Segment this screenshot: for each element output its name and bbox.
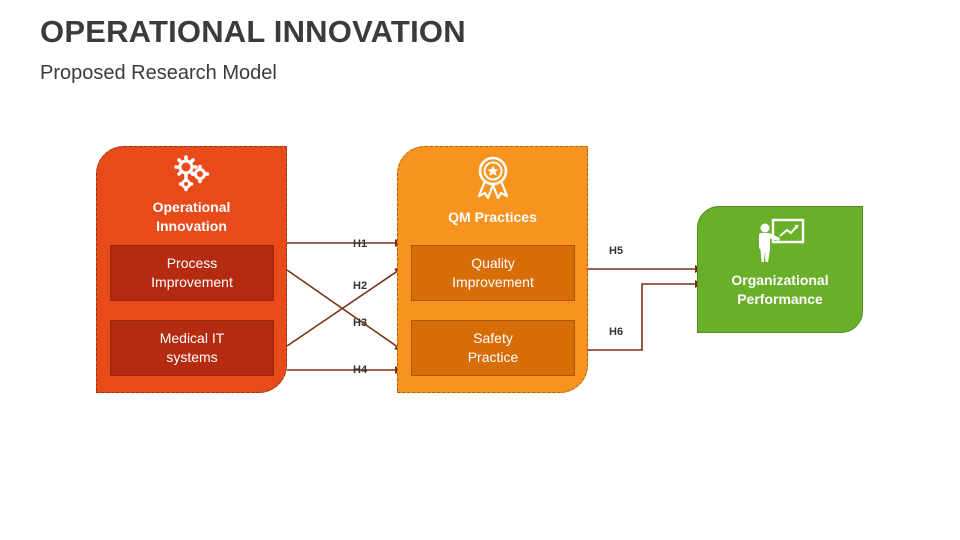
label-h4: H4 (353, 364, 368, 376)
organizational-performance-title: Organizational Performance (698, 271, 862, 309)
connector-h6 (588, 280, 703, 351)
operational-innovation-title-line2: Innovation (156, 218, 227, 234)
safety-practice-box: Safety Practice (411, 320, 575, 376)
qm-practices-title: QM Practices (448, 209, 537, 225)
process-improvement-line1: Process (166, 255, 218, 271)
process-improvement-box: Process Improvement (110, 245, 274, 301)
page-title: OPERATIONAL INNOVATION (40, 14, 466, 49)
process-improvement-line2: Improvement (151, 274, 233, 290)
page-subtitle: Proposed Research Model (40, 62, 277, 84)
presenter-board-icon (759, 218, 805, 262)
operational-innovation-title: Operational Innovation (97, 198, 286, 236)
medical-it-systems-box: Medical IT systems (110, 320, 274, 376)
gears-icon (174, 155, 210, 192)
label-h6: H6 (609, 326, 623, 338)
label-h2: H2 (353, 280, 367, 292)
award-badge-icon (477, 156, 509, 199)
quality-improvement-line2: Improvement (452, 274, 534, 290)
operational-innovation-title-line1: Operational (152, 199, 231, 215)
connector-h3 (286, 269, 403, 351)
organizational-performance-title-line2: Performance (737, 291, 823, 307)
label-h3: H3 (353, 317, 367, 329)
label-h5: H5 (609, 245, 623, 257)
safety-practice-line1: Safety (473, 330, 513, 346)
organizational-performance-title-line1: Organizational (731, 272, 829, 288)
medical-it-systems-line2: systems (166, 349, 218, 365)
quality-improvement-box: Quality Improvement (411, 245, 575, 301)
connector-h2 (286, 267, 403, 347)
quality-improvement-line1: Quality (471, 255, 515, 271)
organizational-performance-panel: Organizational Performance (697, 206, 863, 333)
label-h1: H1 (353, 238, 367, 250)
qm-practices-panel: QM Practices Quality Improvement Safety … (397, 146, 588, 393)
medical-it-systems-line1: Medical IT (159, 330, 225, 346)
safety-practice-line2: Practice (467, 349, 519, 365)
operational-innovation-panel: Operational Innovation Process Improveme… (96, 146, 287, 393)
